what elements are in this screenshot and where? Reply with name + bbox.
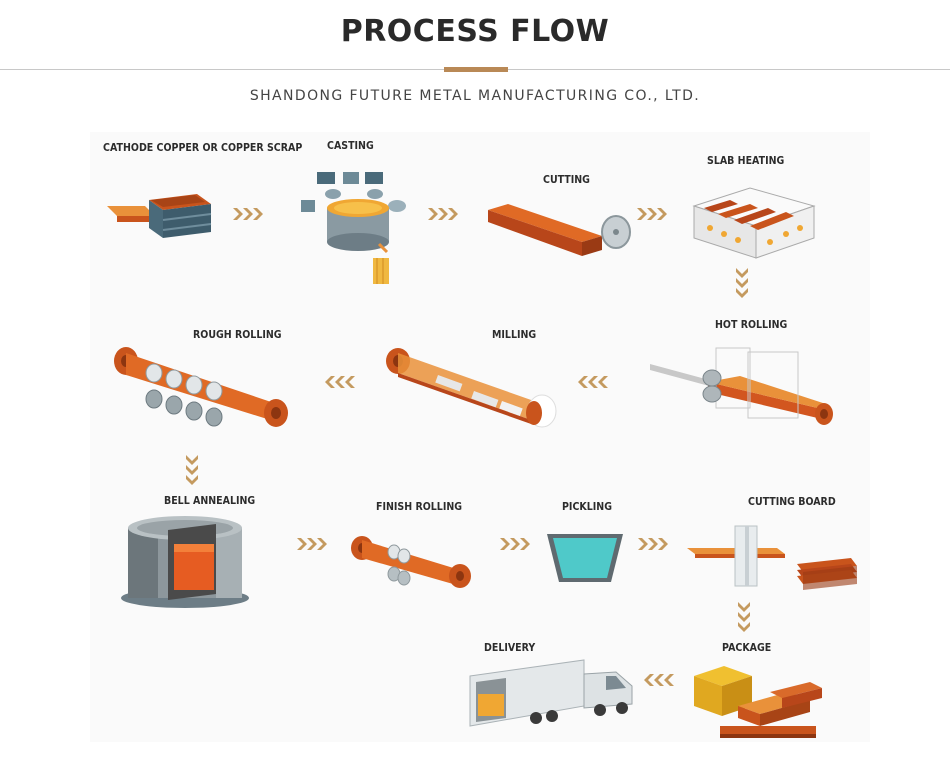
title-accent-bar [444, 67, 508, 72]
arrow-rough-rolling-to-bell-annealing [186, 455, 198, 485]
arrow-package-to-delivery [644, 674, 674, 686]
title-rule-right [508, 69, 950, 70]
arrow-finish-rolling-to-pickling [500, 538, 530, 550]
cutting-slab-saw-icon [488, 204, 631, 256]
finish-rolling-mill-icon [351, 536, 471, 588]
bell-annealing-furnace-icon [121, 516, 249, 608]
label-delivery: DELIVERY [484, 641, 536, 654]
arrow-casting-to-cutting [428, 208, 458, 220]
arrow-cathode-to-casting [233, 208, 263, 220]
label-cutting-board: CUTTING BOARD [748, 495, 836, 508]
casting-furnace-icon [301, 172, 406, 284]
page-title: PROCESS FLOW [340, 14, 610, 49]
company-subtitle: SHANDONG FUTURE METAL MANUFACTURING CO.,… [249, 88, 701, 104]
label-milling: MILLING [492, 328, 537, 341]
milling-line-icon [386, 348, 557, 428]
label-cutting: CUTTING [543, 173, 590, 186]
pickling-tank-icon [547, 534, 623, 582]
label-package: PACKAGE [722, 641, 772, 654]
rough-rolling-mill-icon [114, 347, 288, 427]
label-pickling: PICKLING [562, 500, 612, 513]
cutting-board-shear-icon [687, 525, 857, 590]
delivery-truck-icon [469, 659, 633, 727]
arrow-cutting-board-to-package [738, 602, 750, 632]
label-hot-rolling: HOT ROLLING [715, 318, 788, 331]
arrow-milling-to-rough-rolling [325, 376, 355, 388]
slab-heating-furnace-icon [692, 187, 816, 259]
arrow-hot-rolling-to-milling [578, 376, 608, 388]
arrow-slab-heating-to-hot-rolling [736, 268, 748, 298]
copper-scrap-crate-icon [107, 194, 212, 238]
label-bell-annealing: BELL ANNEALING [164, 494, 256, 507]
arrow-cutting-to-slab-heating [637, 208, 667, 220]
title-rule-left [0, 69, 444, 70]
hot-rolling-mill-icon [650, 347, 833, 425]
label-cathode: CATHODE COPPER OR COPPER SCRAP [103, 141, 303, 154]
label-finish-rolling: FINISH ROLLING [376, 500, 463, 513]
arrow-pickling-to-cutting-board [638, 538, 668, 550]
arrow-bell-annealing-to-finish-rolling [297, 538, 327, 550]
label-rough-rolling: ROUGH ROLLING [193, 328, 282, 341]
package-pallet-icon [694, 666, 822, 738]
label-slab-heating: SLAB HEATING [707, 154, 785, 167]
label-casting: CASTING [327, 139, 374, 152]
